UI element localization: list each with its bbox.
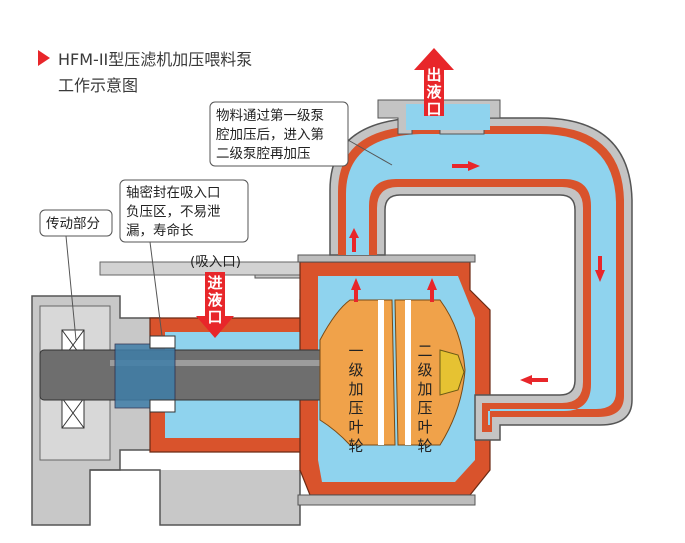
flow-arrow-left-icon xyxy=(520,375,548,385)
impeller-labels: 一 级 加 压 叶 轮 二 级 加 压 叶 轮 xyxy=(348,342,432,455)
outlet-arrow: 出 液 口 xyxy=(414,48,454,118)
title-line-2: 工作示意图 xyxy=(58,76,138,95)
outlet-char-2: 液 xyxy=(426,83,442,101)
seal-note-line-3: 漏，寿命长 xyxy=(126,222,194,239)
flow-arrows xyxy=(349,161,605,385)
inlet-char-1: 进 xyxy=(207,274,222,292)
impeller-nut xyxy=(439,349,465,396)
flow-note-line-3: 二级泵腔再加压 xyxy=(216,146,311,162)
flow-arrow-down-icon xyxy=(595,256,605,282)
title-marker-icon xyxy=(38,50,50,66)
impeller-second-char-6: 轮 xyxy=(417,437,432,455)
impeller-first xyxy=(319,299,396,446)
flow-arrow-impeller2-up-icon xyxy=(427,278,437,302)
inlet-char-3: 口 xyxy=(207,308,222,326)
drive-label: 传动部分 xyxy=(46,216,100,232)
callout-seal: 轴密封在吸入口 负压区，不易泄 漏，寿命长 xyxy=(119,179,249,337)
impeller-second-char-3: 加 xyxy=(417,380,432,398)
flow-arrow-up-icon xyxy=(349,228,359,252)
impeller-second xyxy=(394,299,466,446)
outlet-char-3: 口 xyxy=(426,100,441,118)
impeller-first-char-4: 压 xyxy=(348,399,363,417)
impeller-first-char-3: 加 xyxy=(348,380,363,398)
impeller-first-char-1: 一 xyxy=(348,342,363,360)
impeller-first-char-5: 叶 xyxy=(348,418,363,436)
flow-note-line-1: 物料通过第一级泵 xyxy=(216,107,324,124)
outlet-char-1: 出 xyxy=(426,66,441,84)
return-channel xyxy=(329,99,633,441)
callout-drive: 传动部分 xyxy=(39,209,113,341)
impeller-second-char-4: 压 xyxy=(417,399,432,417)
inlet-arrow: 进 液 口 xyxy=(196,272,234,338)
inlet-char-2: 液 xyxy=(207,291,223,309)
impeller-first-char-2: 级 xyxy=(348,361,363,379)
impeller-first-char-6: 轮 xyxy=(348,437,363,455)
flow-arrow-right-icon xyxy=(452,161,480,171)
callout-flow: 物料通过第一级泵 腔加压后，进入第 二级泵腔再加压 xyxy=(209,101,393,167)
flow-note-line-2: 腔加压后，进入第 xyxy=(216,126,324,143)
title-line-1: HFM-II型压滤机加压喂料泵 xyxy=(58,50,252,69)
seal-note-line-2: 负压区，不易泄 xyxy=(126,204,221,220)
impeller-second-char-5: 叶 xyxy=(417,418,432,436)
shaft-seal xyxy=(149,335,176,349)
title-block: HFM-II型压滤机加压喂料泵 工作示意图 xyxy=(38,50,252,95)
shaft-sleeve xyxy=(114,343,176,409)
impeller-second-char-2: 级 xyxy=(417,361,432,379)
inlet-label: (吸入口) xyxy=(190,254,241,270)
impeller-second-char-1: 二 xyxy=(417,342,432,360)
seal-note-line-1: 轴密封在吸入口 xyxy=(126,184,221,201)
flow-arrow-impeller1-up-icon xyxy=(351,278,361,302)
